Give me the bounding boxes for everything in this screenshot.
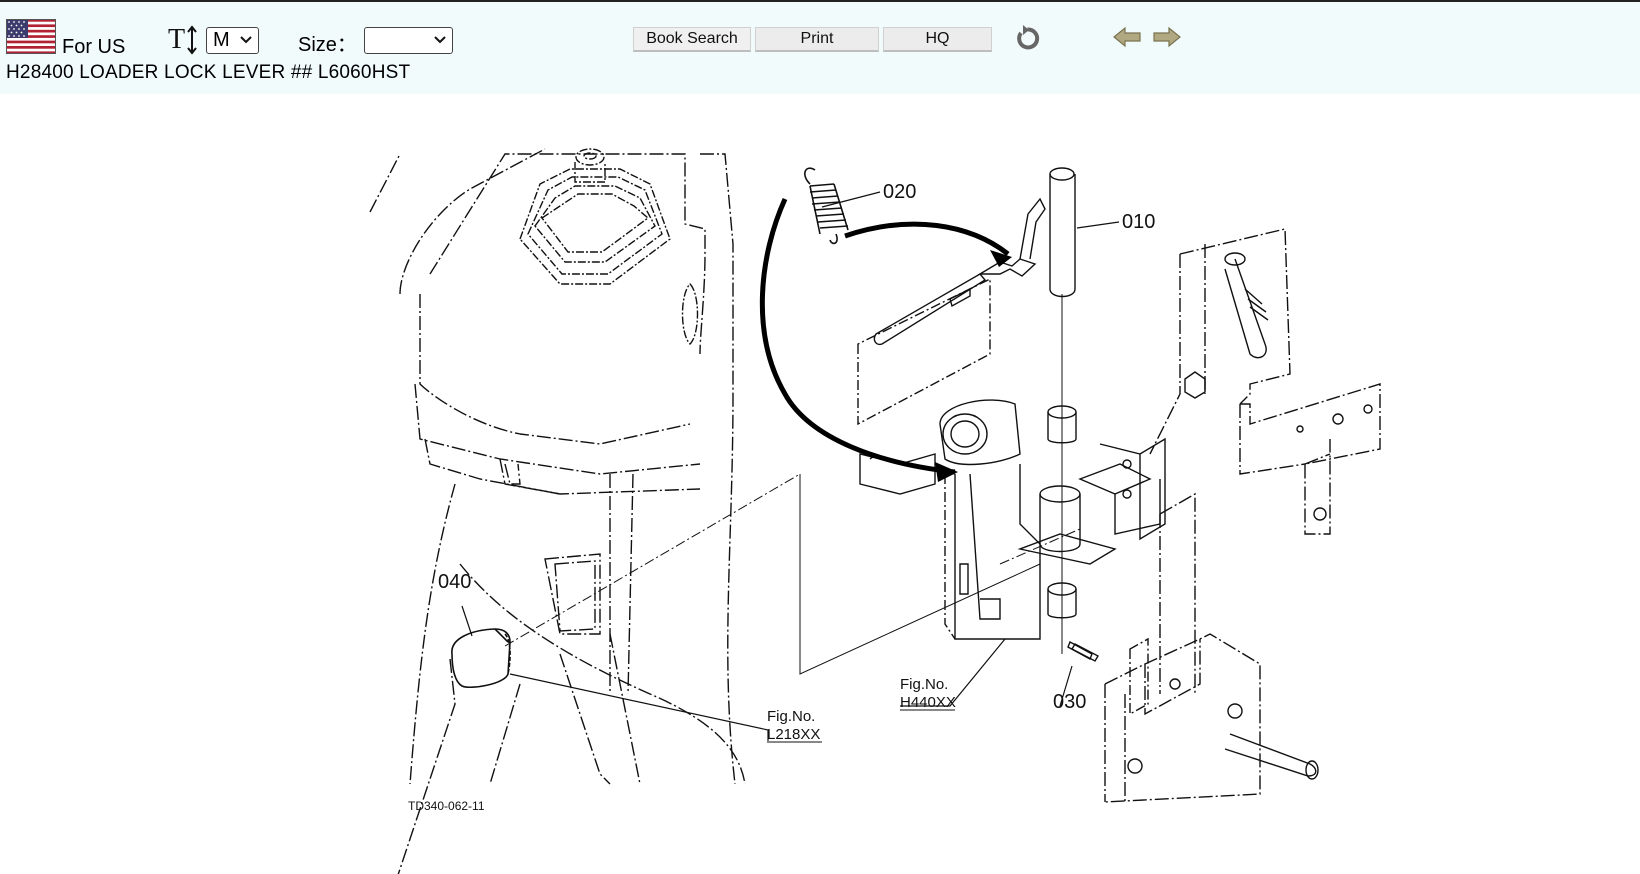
book-search-button[interactable]: Book Search [633, 27, 751, 52]
size-label: Size： [298, 34, 357, 56]
font-size-select[interactable]: M [206, 27, 259, 54]
print-button[interactable]: Print [755, 27, 879, 52]
callout-040[interactable]: 040 [438, 571, 471, 593]
chevron-down-icon [434, 36, 446, 44]
lock-lever-mechanism-drawing [857, 167, 1166, 716]
arrow-left-icon[interactable] [1113, 26, 1141, 48]
top-border [0, 0, 1640, 2]
tractor-console-drawing [369, 148, 746, 874]
region-label: For US [62, 36, 126, 58]
drawing-code: TD340-062-11 [408, 799, 485, 813]
fig-ref-label: Fig.No. [767, 708, 815, 725]
svg-text:T: T [168, 24, 185, 55]
toolbar: For US T M Size： Book Search Print HQ H2… [0, 2, 1640, 94]
chevron-down-icon [240, 36, 252, 44]
reload-icon[interactable] [1014, 24, 1041, 52]
page-title: H28400 LOADER LOCK LEVER ## L6060HST [6, 62, 411, 83]
fig-ref-label: Fig.No. [900, 676, 948, 693]
arrow-right-icon[interactable] [1153, 26, 1181, 48]
font-size-icon: T [168, 24, 197, 55]
fig-ref-code[interactable]: H440XX [900, 694, 956, 711]
callout-010[interactable]: 010 [1122, 211, 1155, 233]
callout-020[interactable]: 020 [883, 181, 916, 203]
frame-bolt-drawing [1122, 252, 1373, 780]
font-size-select-value: M [213, 29, 230, 51]
joystick-boot-drawing [519, 148, 699, 345]
pin-030-drawing [1071, 643, 1099, 662]
hq-button[interactable]: HQ [883, 27, 992, 52]
callout-030[interactable]: 030 [1053, 691, 1086, 713]
spring-020-drawing [804, 167, 849, 245]
fig-ref-code[interactable]: L218XX [767, 726, 820, 743]
us-flag-icon[interactable] [6, 19, 56, 54]
frame-bracket-drawing [1104, 228, 1381, 803]
leader-lines [461, 191, 1120, 741]
knob-040-drawing [451, 628, 511, 689]
size-select[interactable] [364, 27, 453, 54]
assembly-arrows [759, 197, 1010, 475]
parts-diagram: 020 010 030 040 Fig.No. L218XX Fig.No. H… [369, 148, 1381, 874]
